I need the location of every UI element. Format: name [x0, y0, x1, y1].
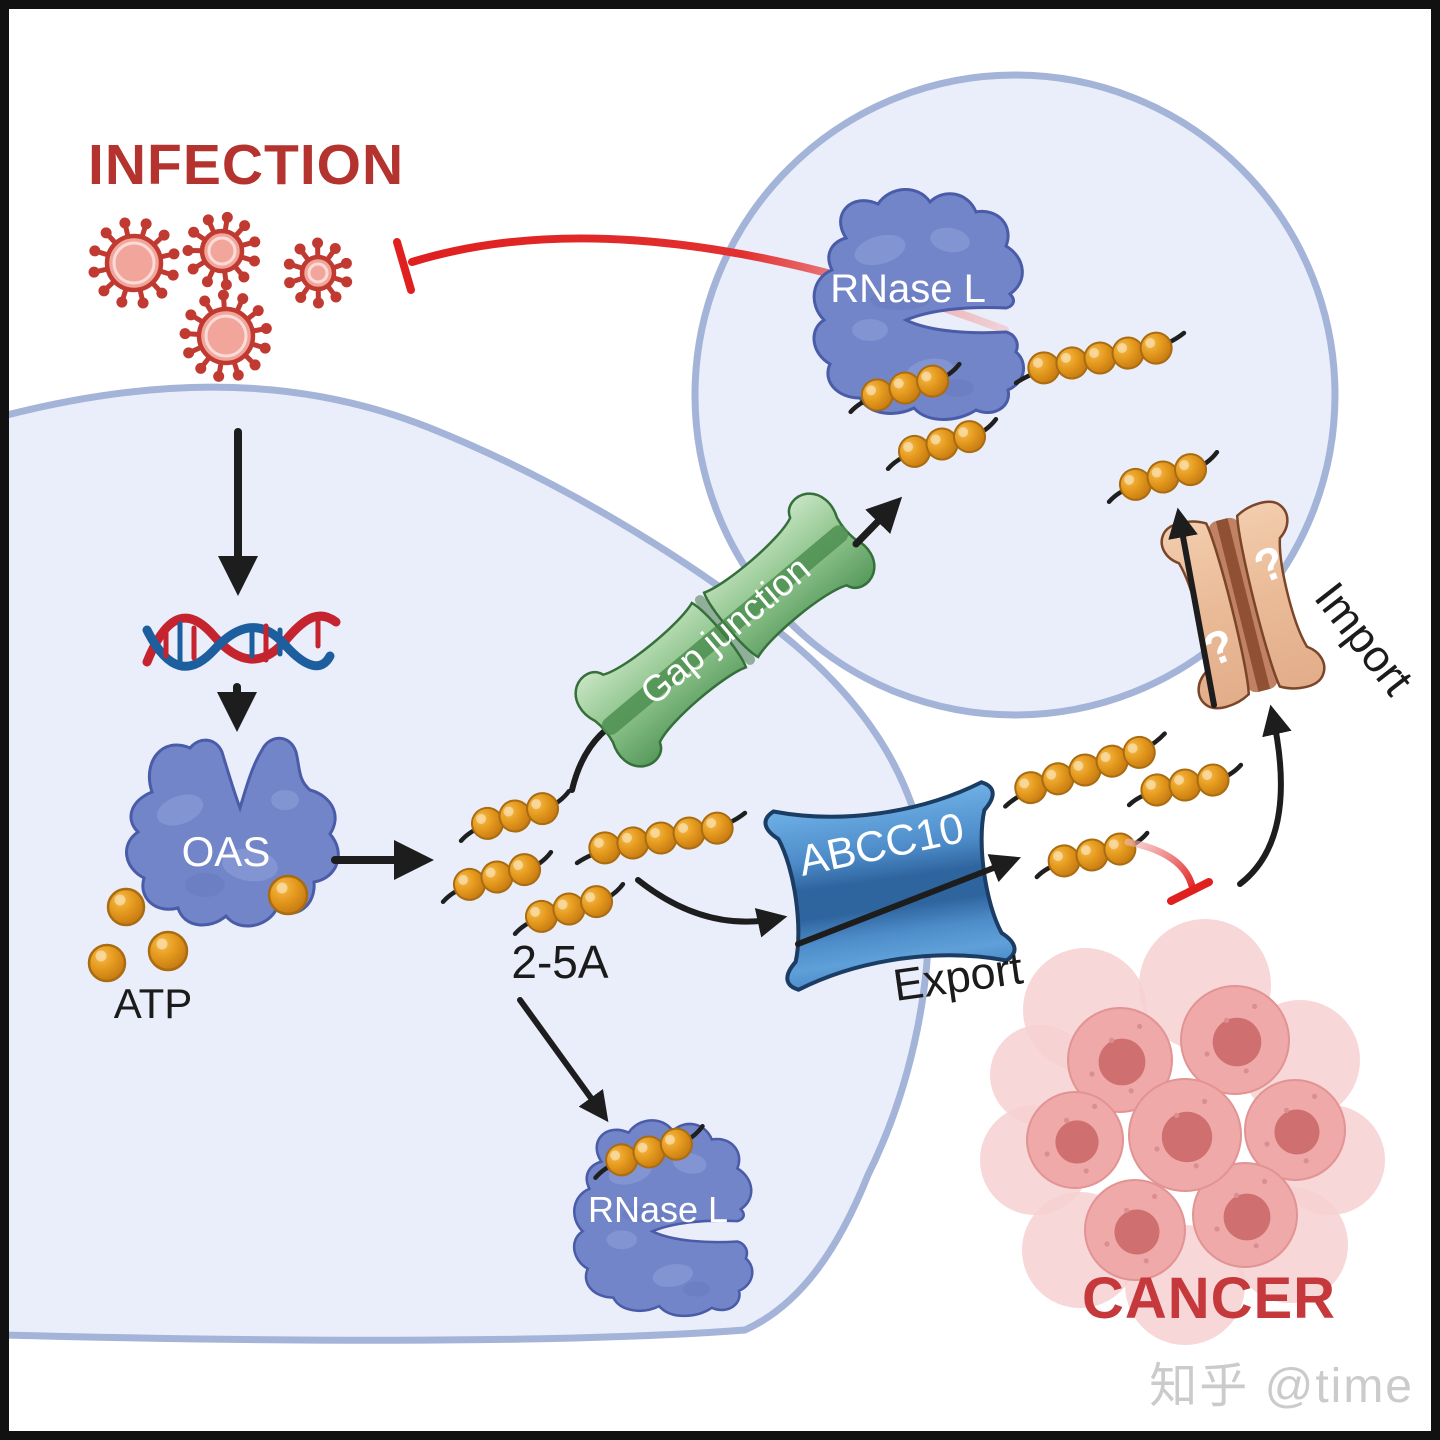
oas-label: OAS [182, 828, 271, 875]
arrow-gap-junction-out [852, 496, 903, 548]
arrow-import-through [1168, 507, 1217, 708]
atp-ball [147, 930, 189, 972]
arrow-25a-to-rnasel [517, 997, 609, 1123]
25a-label: 2-5A [511, 936, 608, 988]
bead-chain [1106, 449, 1220, 505]
atp-ball [87, 943, 127, 983]
25a-bead-chains [440, 330, 1244, 1180]
bead-chain [458, 788, 572, 844]
bead-chain [1126, 762, 1244, 808]
infection-title: INFECTION [88, 133, 404, 197]
bead-chain [1034, 830, 1150, 880]
atp-ball [267, 874, 309, 916]
bead-chain [848, 361, 962, 415]
bead-chain [885, 416, 999, 472]
virus-icon [179, 289, 272, 382]
cell-right-membrane [691, 71, 1339, 719]
virus-particles [88, 211, 353, 382]
virus-icon [88, 217, 180, 309]
arrow-25a-to-abcc10 [635, 877, 788, 938]
virus-icon [283, 237, 353, 309]
arrow-to-import-channel [1237, 704, 1292, 887]
inhibition-arrow-cancer [1124, 838, 1213, 905]
watermark: 知乎 @time [1149, 1360, 1414, 1413]
bead-chain [1013, 330, 1187, 386]
atp-molecules [87, 874, 309, 983]
bead-chain [1003, 731, 1167, 809]
cancer-cells [980, 919, 1385, 1345]
dna-icon [142, 611, 341, 671]
rnase-l-top-label: RNase L [830, 267, 986, 311]
atp-label: ATP [114, 980, 193, 1027]
abcc10-transporter: ABCC10 [763, 780, 1017, 992]
rnase-l-bottom-label: RNase L [588, 1189, 728, 1230]
bead-chain [593, 1124, 705, 1180]
bead-chain [440, 849, 554, 905]
arrow-abcc10-export [795, 854, 1021, 947]
cancer-title: CANCER [1082, 1266, 1336, 1331]
virus-icon [182, 211, 261, 291]
bead-chain [574, 810, 748, 866]
atp-ball [106, 887, 146, 927]
import-label: Import [1305, 573, 1424, 705]
bead-chain [512, 881, 626, 937]
